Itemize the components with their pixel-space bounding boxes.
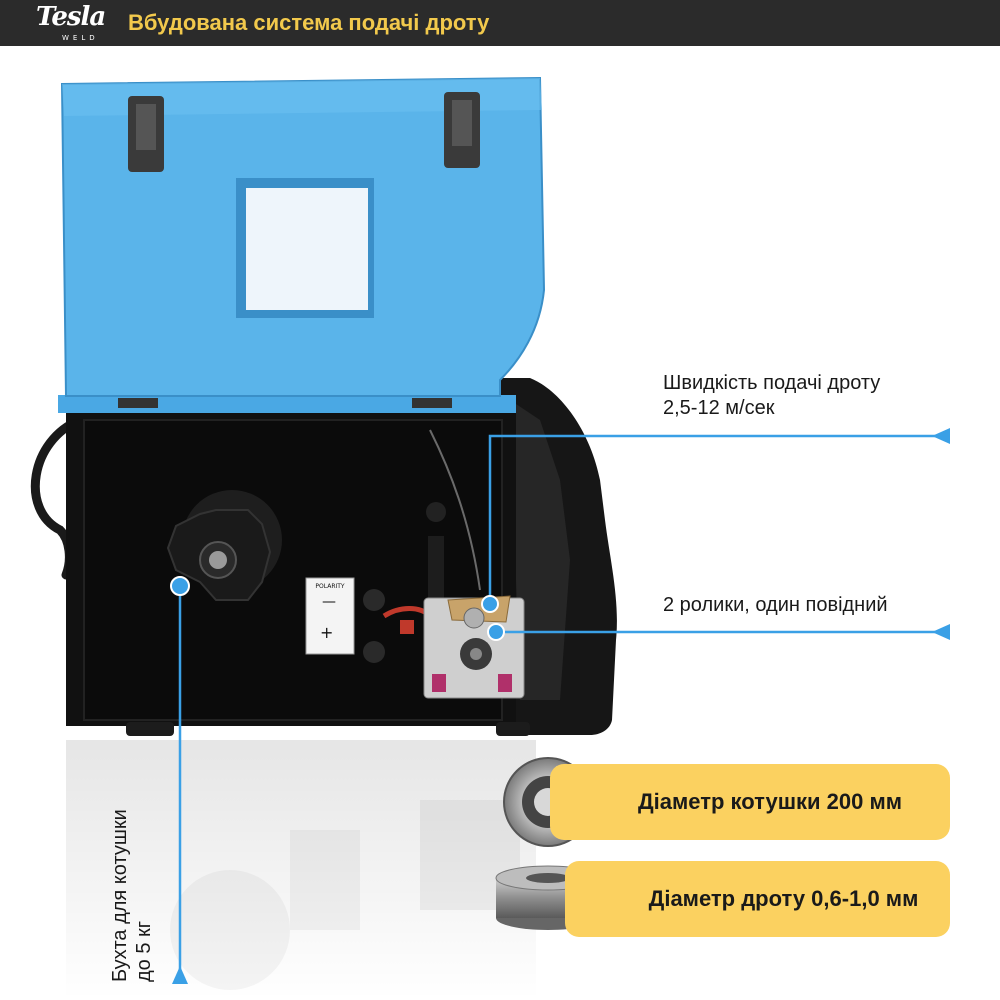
wire-diameter-text: Діаметр дроту 0,6-1,0 мм bbox=[648, 886, 919, 911]
polarity-plate: POLARITY — + bbox=[305, 577, 355, 655]
spool-capacity-line2: до 5 кг bbox=[133, 920, 155, 982]
wire-diameter-badge: Діаметр дроту 0,6-1,0 мм bbox=[565, 861, 950, 937]
machine-reflection bbox=[66, 740, 536, 1000]
svg-text:—: — bbox=[322, 594, 336, 610]
welder-photo: POLARITY — + bbox=[30, 76, 950, 1000]
feed-speed-callout: Швидкість подачі дроту 2,5-12 м/сек bbox=[663, 371, 963, 421]
callout-lines bbox=[178, 434, 944, 976]
header-bar: Tesla WELD Вбудована система подачі дрот… bbox=[0, 0, 1000, 46]
spool-capacity-callout: Бухта для котушки до 5 кг bbox=[108, 742, 156, 982]
callout-markers bbox=[170, 428, 950, 984]
rollers-callout: 2 ролики, один повідний bbox=[663, 594, 888, 616]
feed-speed-value: 2,5-12 м/сек bbox=[663, 397, 775, 419]
spool-capacity-line1: Бухта для котушки bbox=[109, 809, 131, 982]
logo-subtext: WELD bbox=[62, 34, 99, 42]
spool-diameter-badge: Діаметр котушки 200 мм bbox=[550, 764, 950, 840]
feed-speed-title: Швидкість подачі дроту bbox=[663, 372, 881, 394]
page-title: Вбудована система подачі дроту bbox=[128, 10, 490, 35]
polarity-label: POLARITY bbox=[315, 583, 345, 590]
wire-feed-mechanism bbox=[423, 595, 525, 699]
brand-logo: Tesla WELD bbox=[36, 2, 110, 44]
spool-holder-knob bbox=[166, 490, 282, 601]
cover-latch-left bbox=[128, 96, 164, 172]
cover-latch-right bbox=[444, 92, 480, 168]
spool-diameter-text: Діаметр котушки 200 мм bbox=[637, 789, 903, 814]
logo-text: Tesla bbox=[36, 2, 106, 32]
svg-text:+: + bbox=[320, 623, 333, 642]
